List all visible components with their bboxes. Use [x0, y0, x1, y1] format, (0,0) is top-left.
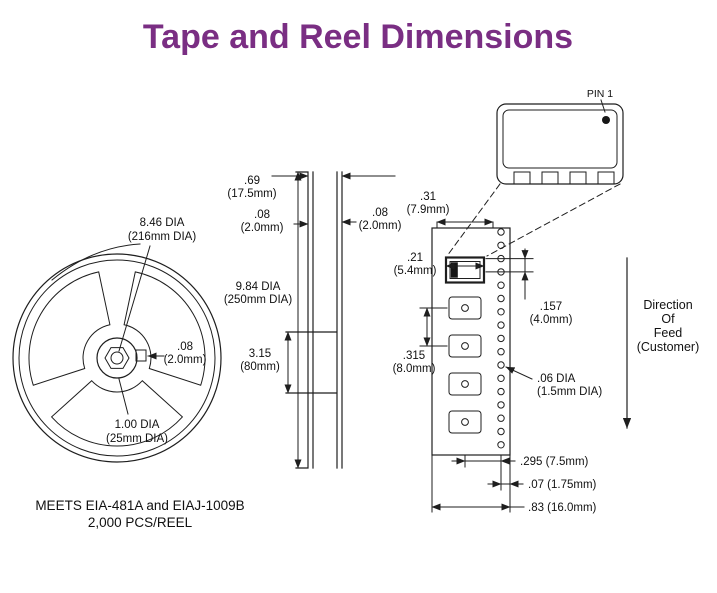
feed-direction-line1: Direction [643, 298, 692, 312]
hub-width-mm-label: (80mm) [240, 361, 280, 373]
edge-dim-label: .07 (1.75mm) [528, 479, 597, 491]
hub-width-label: 3.15 [249, 348, 271, 360]
sprocket-holes [497, 228, 505, 449]
projection-lines [446, 183, 621, 257]
direction-of-feed: Direction Of Feed (Customer) [622, 257, 700, 429]
f-dim-label: .295 (7.5mm) [520, 456, 589, 468]
flange-left-label: .08 [254, 209, 270, 221]
reel-hub-slot-mm-label: (2.0mm) [164, 354, 207, 366]
package-pads [513, 171, 615, 185]
reel-window-bottom [50, 379, 184, 447]
component-mark [450, 262, 458, 278]
pocket-len-label: .31 [420, 191, 436, 203]
pocket-pitch-mm-label: (8.0mm) [393, 363, 436, 375]
feed-direction-line2: Of [661, 312, 675, 326]
component-outline [449, 261, 481, 279]
reel-window-left [28, 271, 111, 386]
reel-hub-slot-label: .08 [177, 341, 193, 353]
hole-dia-leader-arrow [505, 366, 533, 380]
package-inner-outline [502, 109, 618, 169]
reel-center-dia-label: 1.00 DIA [115, 419, 160, 431]
pocket-len-mm-label: (7.9mm) [407, 204, 450, 216]
reel-side-view: .69 (17.5mm) .08 (2.0mm) .08 (2.0mm) 9.8… [224, 171, 402, 469]
overall-width-mm-label: (17.5mm) [227, 188, 276, 200]
reel-outer-dia-mm-label: (216mm DIA) [128, 231, 197, 243]
empty-pockets [448, 296, 482, 434]
overall-width-label: .69 [244, 175, 260, 187]
component-detail-view: PIN 1 [446, 88, 624, 257]
pocket-bold-outline [444, 256, 486, 284]
reel-outer-dia-leader [51, 243, 141, 281]
pin1-label: PIN 1 [587, 88, 613, 100]
reel-hub-keyslot [135, 349, 147, 362]
hole-pitch-mm-label: (4.0mm) [530, 314, 573, 326]
reel-hub-hex [104, 347, 130, 369]
flange-right-label: .08 [372, 207, 388, 219]
flange-left-mm-label: (2.0mm) [241, 222, 284, 234]
reel-center-dia-mm-label: (25mm DIA) [106, 433, 168, 445]
flange-dia-label: 9.84 DIA [236, 281, 281, 293]
page-title: Tape and Reel Dimensions [143, 18, 573, 56]
reel-window-right [123, 271, 206, 386]
reel-hub-bore [110, 351, 124, 365]
reel-leader-lines [118, 245, 151, 415]
hole-dia-mm-label: (1.5mm DIA) [537, 386, 602, 398]
pin1-dot [602, 116, 610, 124]
component-pocket-with-part [444, 256, 486, 284]
reel-outer-dia-label: 8.46 DIA [140, 217, 185, 229]
pin1-leader [600, 99, 606, 113]
pocket-pitch-label: .315 [403, 350, 425, 362]
hole-pitch-label: .157 [540, 301, 562, 313]
flange-right-mm-label: (2.0mm) [359, 220, 402, 232]
package-outline [496, 103, 624, 185]
reel-front-view: 8.46 DIA (216mm DIA) .08 (2.0mm) 1.00 DI… [12, 217, 245, 530]
pocket-w-mm-label: (5.4mm) [394, 265, 437, 277]
reel-inner-rim [18, 259, 216, 457]
hole-dia-label: .06 DIA [537, 373, 576, 385]
tape-outline [431, 227, 511, 456]
pocket-w-label: .21 [407, 252, 423, 264]
flange-dia-mm-label: (250mm DIA) [224, 294, 293, 306]
tape-strip: .31 (7.9mm) .21 (5.4mm) .157 (4.0mm) .31… [393, 191, 603, 514]
feed-direction-line4: (Customer) [637, 340, 700, 354]
reel-hub-outer [96, 337, 138, 379]
reel-outer-rim [12, 253, 222, 463]
capacity-note: 2,000 PCS/REEL [88, 515, 193, 530]
reel-side-structure [285, 171, 343, 469]
standards-note: MEETS EIA-481A and EIAJ-1009B [35, 498, 244, 513]
feed-direction-line3: Feed [654, 326, 683, 340]
width-dim-label: .83 (16.0mm) [528, 502, 597, 514]
